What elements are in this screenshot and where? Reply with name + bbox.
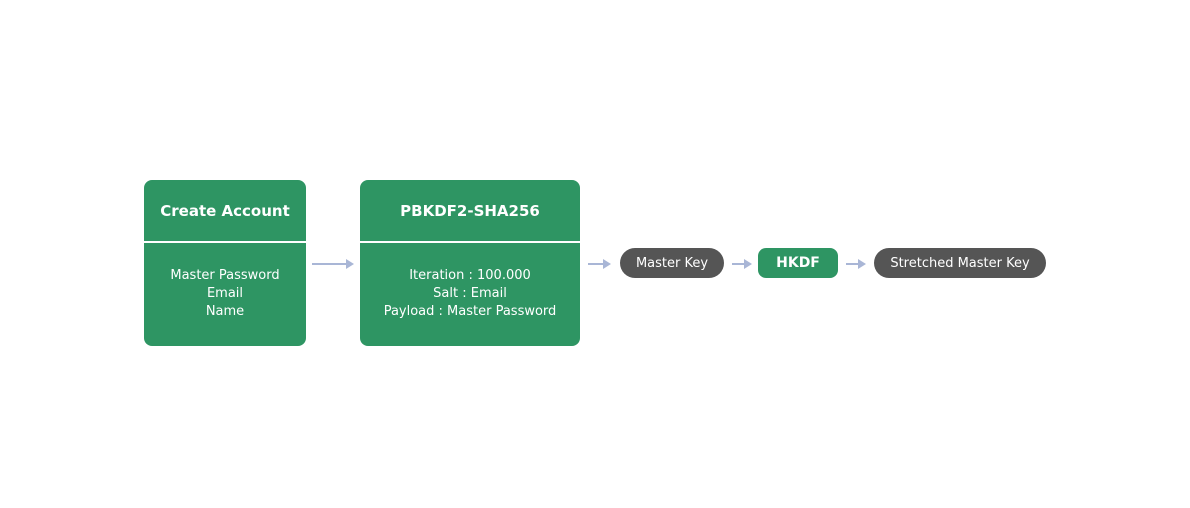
pbkdf2-body: Iteration : 100.000 Salt : Email Payload… xyxy=(360,243,580,345)
arrow-hkdf-to-stretched xyxy=(846,259,866,269)
pbkdf2-line-salt: Salt : Email xyxy=(433,286,507,301)
master-key-node: Master Key xyxy=(620,248,724,278)
arrow-pbkdf2-to-master-key xyxy=(588,259,611,269)
create-account-body: Master Password Email Name xyxy=(144,243,306,345)
pbkdf2-line-iteration: Iteration : 100.000 xyxy=(409,268,531,283)
pbkdf2-title: PBKDF2-SHA256 xyxy=(360,180,580,243)
pbkdf2-line-payload: Payload : Master Password xyxy=(383,304,557,319)
pbkdf2-box: PBKDF2-SHA256 Iteration : 100.000 Salt :… xyxy=(360,180,580,346)
stretched-master-key-node: Stretched Master Key xyxy=(874,248,1046,278)
arrow-master-key-to-hkdf xyxy=(732,259,752,269)
arrow-create-to-pbkdf2 xyxy=(312,259,354,269)
create-account-line-email: Email xyxy=(206,286,244,301)
create-account-title: Create Account xyxy=(144,180,306,243)
hkdf-node: HKDF xyxy=(758,248,838,278)
create-account-line-name: Name xyxy=(205,304,245,319)
create-account-box: Create Account Master Password Email Nam… xyxy=(144,180,306,346)
create-account-line-master-password: Master Password xyxy=(170,268,280,283)
